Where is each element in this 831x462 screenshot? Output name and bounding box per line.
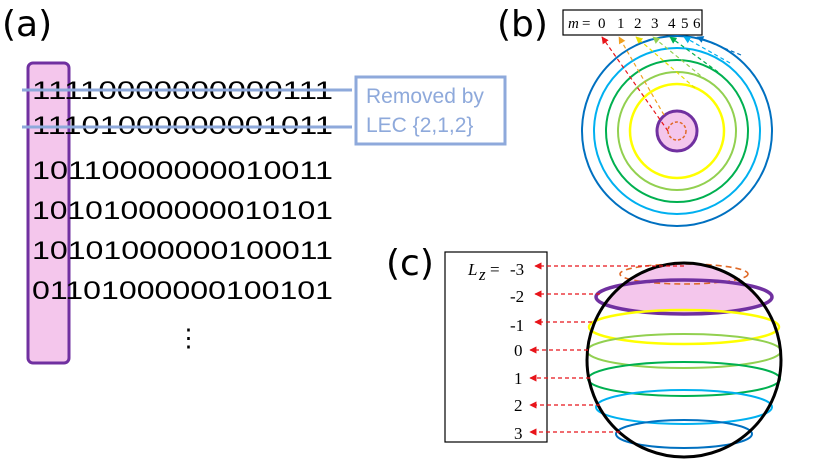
lz-label-box: [444, 251, 548, 443]
lz-value: -3: [510, 260, 524, 279]
circle-m1: [655, 109, 699, 153]
ring-lz-minus2: [594, 278, 774, 316]
m-arrow: [669, 36, 719, 73]
m-arrow: [635, 36, 696, 89]
ellipsis: ⋮: [176, 324, 201, 352]
m-arrows: [601, 36, 742, 132]
ring-lz-2: [595, 389, 773, 425]
lz-label-subscript: z: [478, 265, 486, 284]
circle-m2: [628, 82, 726, 180]
lz-value: 3: [514, 424, 523, 443]
concentric-circles: [581, 35, 773, 227]
circle-m5: [593, 47, 761, 215]
m-value: 2: [634, 16, 642, 32]
bitstring-row: 10101000000100011: [32, 237, 333, 265]
lz-value: 0: [514, 341, 523, 360]
m-label-box: [562, 9, 703, 36]
panel-label-a: (a): [2, 4, 52, 45]
lz-arrows: [529, 262, 684, 436]
sphere-cap-bottom-fill: [591, 280, 777, 314]
m-value: 6: [693, 16, 701, 32]
removed-note-box: [354, 75, 507, 146]
lz-value: -1: [510, 316, 524, 335]
sphere: [585, 261, 783, 459]
m-value: 1: [617, 16, 625, 32]
lz-value: 1: [514, 369, 523, 388]
ring-lz-3: [615, 419, 753, 449]
bitstring-list: 11110000000000111 11101000000001011 1011…: [32, 77, 333, 305]
circle-m0: [667, 121, 687, 141]
m-arrow: [601, 36, 669, 132]
first-column-highlight: [26, 61, 71, 365]
m-arrow: [683, 36, 731, 64]
m-value: 5: [681, 16, 689, 32]
m-arrow: [696, 36, 742, 56]
m-arrow: [618, 36, 665, 116]
bitstring-row: 01101000000100101: [32, 277, 333, 305]
bitstring-row: 10101000000010101: [32, 197, 333, 225]
sphere-outline: [585, 261, 783, 459]
m-value: 4: [668, 16, 676, 32]
removed-note-line2: LEC {2,1,2}: [366, 114, 473, 137]
lz-value: -2: [510, 287, 524, 306]
m-value: 3: [651, 16, 659, 32]
bitstring-row: 10110000000010011: [32, 157, 333, 185]
m-value: 0: [598, 16, 606, 32]
lz-value: 2: [514, 396, 523, 415]
panel-label-b: (b): [497, 4, 548, 45]
m-label-prefix: m: [568, 16, 579, 32]
lz-label-prefix: L: [467, 260, 477, 279]
circle-m6: [581, 35, 773, 227]
m-label-equals: =: [582, 16, 590, 32]
ring-lz-minus3: [619, 263, 749, 285]
circle-m4: [605, 59, 749, 203]
ring-lz-minus1: [587, 308, 781, 346]
panel-label-c: (c): [386, 243, 434, 284]
removed-note-line1: Removed by: [366, 85, 484, 108]
m-arrow: [652, 36, 707, 81]
lz-label-equals: =: [490, 260, 500, 279]
